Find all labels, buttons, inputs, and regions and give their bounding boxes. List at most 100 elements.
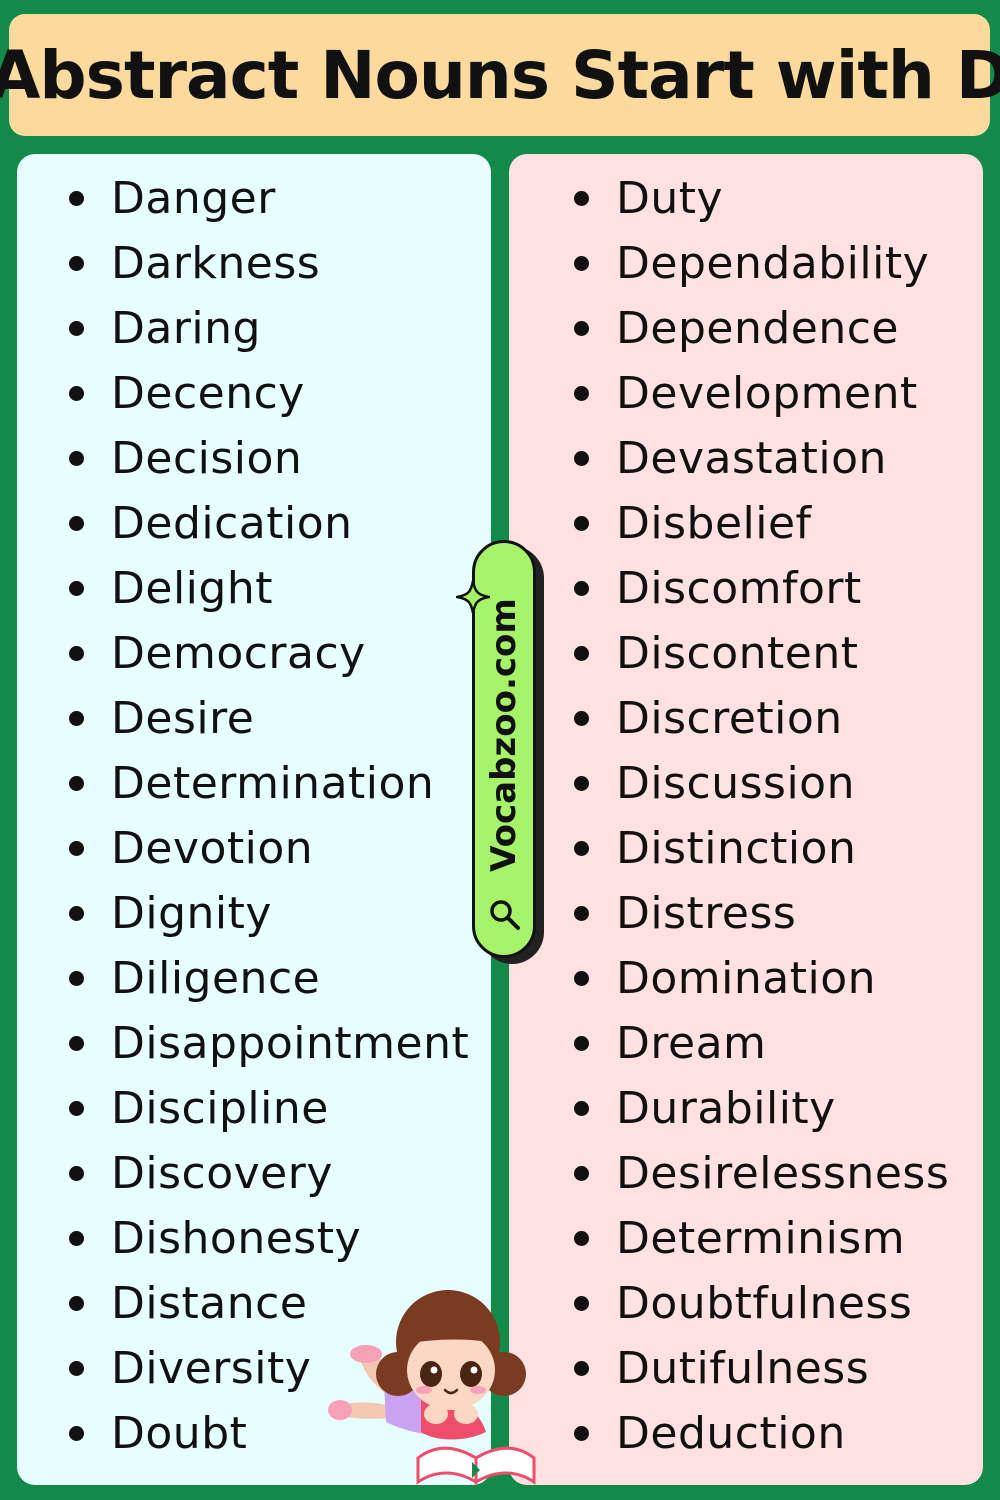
word-text: Duty — [616, 173, 724, 224]
bullet-icon — [69, 776, 84, 791]
word-text: Desire — [111, 693, 255, 744]
bullet-icon — [69, 906, 84, 921]
word-text: Development — [616, 368, 918, 419]
bullet-icon — [574, 451, 589, 466]
word-list-item: Decision — [69, 426, 469, 491]
word-list-item: Determinism — [574, 1206, 949, 1271]
word-list-item: Development — [574, 361, 949, 426]
word-text: Discomfort — [616, 563, 862, 614]
word-list-item: Discontent — [574, 621, 949, 686]
word-text: Distinction — [616, 823, 857, 874]
word-list-item: Devastation — [574, 426, 949, 491]
bullet-icon — [69, 711, 84, 726]
bullet-icon — [574, 516, 589, 531]
bullet-icon — [69, 646, 84, 661]
word-text: Dishonesty — [111, 1213, 362, 1264]
word-list-item: Democracy — [69, 621, 469, 686]
word-list-item: Duty — [574, 166, 949, 231]
word-list-item: Dutifulness — [574, 1336, 949, 1401]
word-text: Discontent — [616, 628, 859, 679]
bullet-icon — [574, 1036, 589, 1051]
bullet-icon — [574, 1231, 589, 1246]
word-text: Doubt — [111, 1408, 248, 1459]
sparkle-icon — [456, 580, 490, 614]
bullet-icon — [69, 1361, 84, 1376]
word-text: Diversity — [111, 1343, 312, 1394]
word-list-item: Deduction — [574, 1401, 949, 1466]
word-list-item: Durability — [574, 1076, 949, 1141]
word-list-item: Darkness — [69, 231, 469, 296]
bullet-icon — [69, 516, 84, 531]
word-text: Daring — [111, 303, 261, 354]
word-text: Delight — [111, 563, 273, 614]
word-text: Diligence — [111, 953, 321, 1004]
word-list-item: Dignity — [69, 881, 469, 946]
word-list-item: Dishonesty — [69, 1206, 469, 1271]
word-text: Danger — [111, 173, 276, 224]
word-list-item: Discussion — [574, 751, 949, 816]
word-text: Domination — [616, 953, 877, 1004]
word-list-item: Diversity — [69, 1336, 469, 1401]
word-text: Determinism — [616, 1213, 906, 1264]
word-text: Devotion — [111, 823, 314, 874]
bullet-icon — [574, 1166, 589, 1181]
bullet-icon — [69, 386, 84, 401]
bullet-icon — [574, 776, 589, 791]
bullet-icon — [574, 711, 589, 726]
word-text: Dependability — [616, 238, 930, 289]
word-text: Disbelief — [616, 498, 812, 549]
magnifier-icon — [490, 900, 520, 930]
word-text: Dedication — [111, 498, 353, 549]
word-list-item: Dependability — [574, 231, 949, 296]
word-text: Devastation — [616, 433, 887, 484]
word-list-item: Domination — [574, 946, 949, 1011]
word-text: Discussion — [616, 758, 855, 809]
word-text: Dream — [616, 1018, 767, 1069]
bullet-icon — [574, 1426, 589, 1441]
bullet-icon — [574, 1101, 589, 1116]
bullet-icon — [574, 1296, 589, 1311]
word-list-item: Doubt — [69, 1401, 469, 1466]
word-list-item: Distinction — [574, 816, 949, 881]
word-text: Deduction — [616, 1408, 846, 1459]
bullet-icon — [69, 1101, 84, 1116]
word-list-item: Determination — [69, 751, 469, 816]
word-text: Distress — [616, 888, 797, 939]
bullet-icon — [574, 191, 589, 206]
word-text: Durability — [616, 1083, 836, 1134]
word-list-item: Distance — [69, 1271, 469, 1336]
bullet-icon — [69, 581, 84, 596]
word-text: Dutifulness — [616, 1343, 870, 1394]
word-list-item: Decency — [69, 361, 469, 426]
bullet-icon — [69, 1166, 84, 1181]
bullet-icon — [69, 1296, 84, 1311]
bullet-icon — [69, 321, 84, 336]
word-list-item: Discovery — [69, 1141, 469, 1206]
bullet-icon — [69, 971, 84, 986]
word-list-item: Dream — [574, 1011, 949, 1076]
word-list-item: Delight — [69, 556, 469, 621]
watermark-pill — [472, 540, 536, 958]
word-text: Dependence — [616, 303, 899, 354]
word-text: Darkness — [111, 238, 321, 289]
bullet-icon — [69, 841, 84, 856]
bullet-icon — [69, 256, 84, 271]
word-list-item: Desirelessness — [574, 1141, 949, 1206]
word-text: Decency — [111, 368, 305, 419]
word-text: Desirelessness — [616, 1148, 950, 1199]
bullet-icon — [574, 1361, 589, 1376]
bullet-icon — [574, 971, 589, 986]
word-list-item: Dependence — [574, 296, 949, 361]
word-text: Disappointment — [111, 1018, 470, 1069]
bullet-icon — [574, 841, 589, 856]
word-list-item: Distress — [574, 881, 949, 946]
bullet-icon — [574, 256, 589, 271]
word-text: Decision — [111, 433, 303, 484]
bullet-icon — [69, 451, 84, 466]
word-text: Determination — [111, 758, 435, 809]
bullet-icon — [574, 906, 589, 921]
word-text: Doubtfulness — [616, 1278, 913, 1329]
page-title: Abstract Nouns Start with D — [0, 36, 1000, 114]
